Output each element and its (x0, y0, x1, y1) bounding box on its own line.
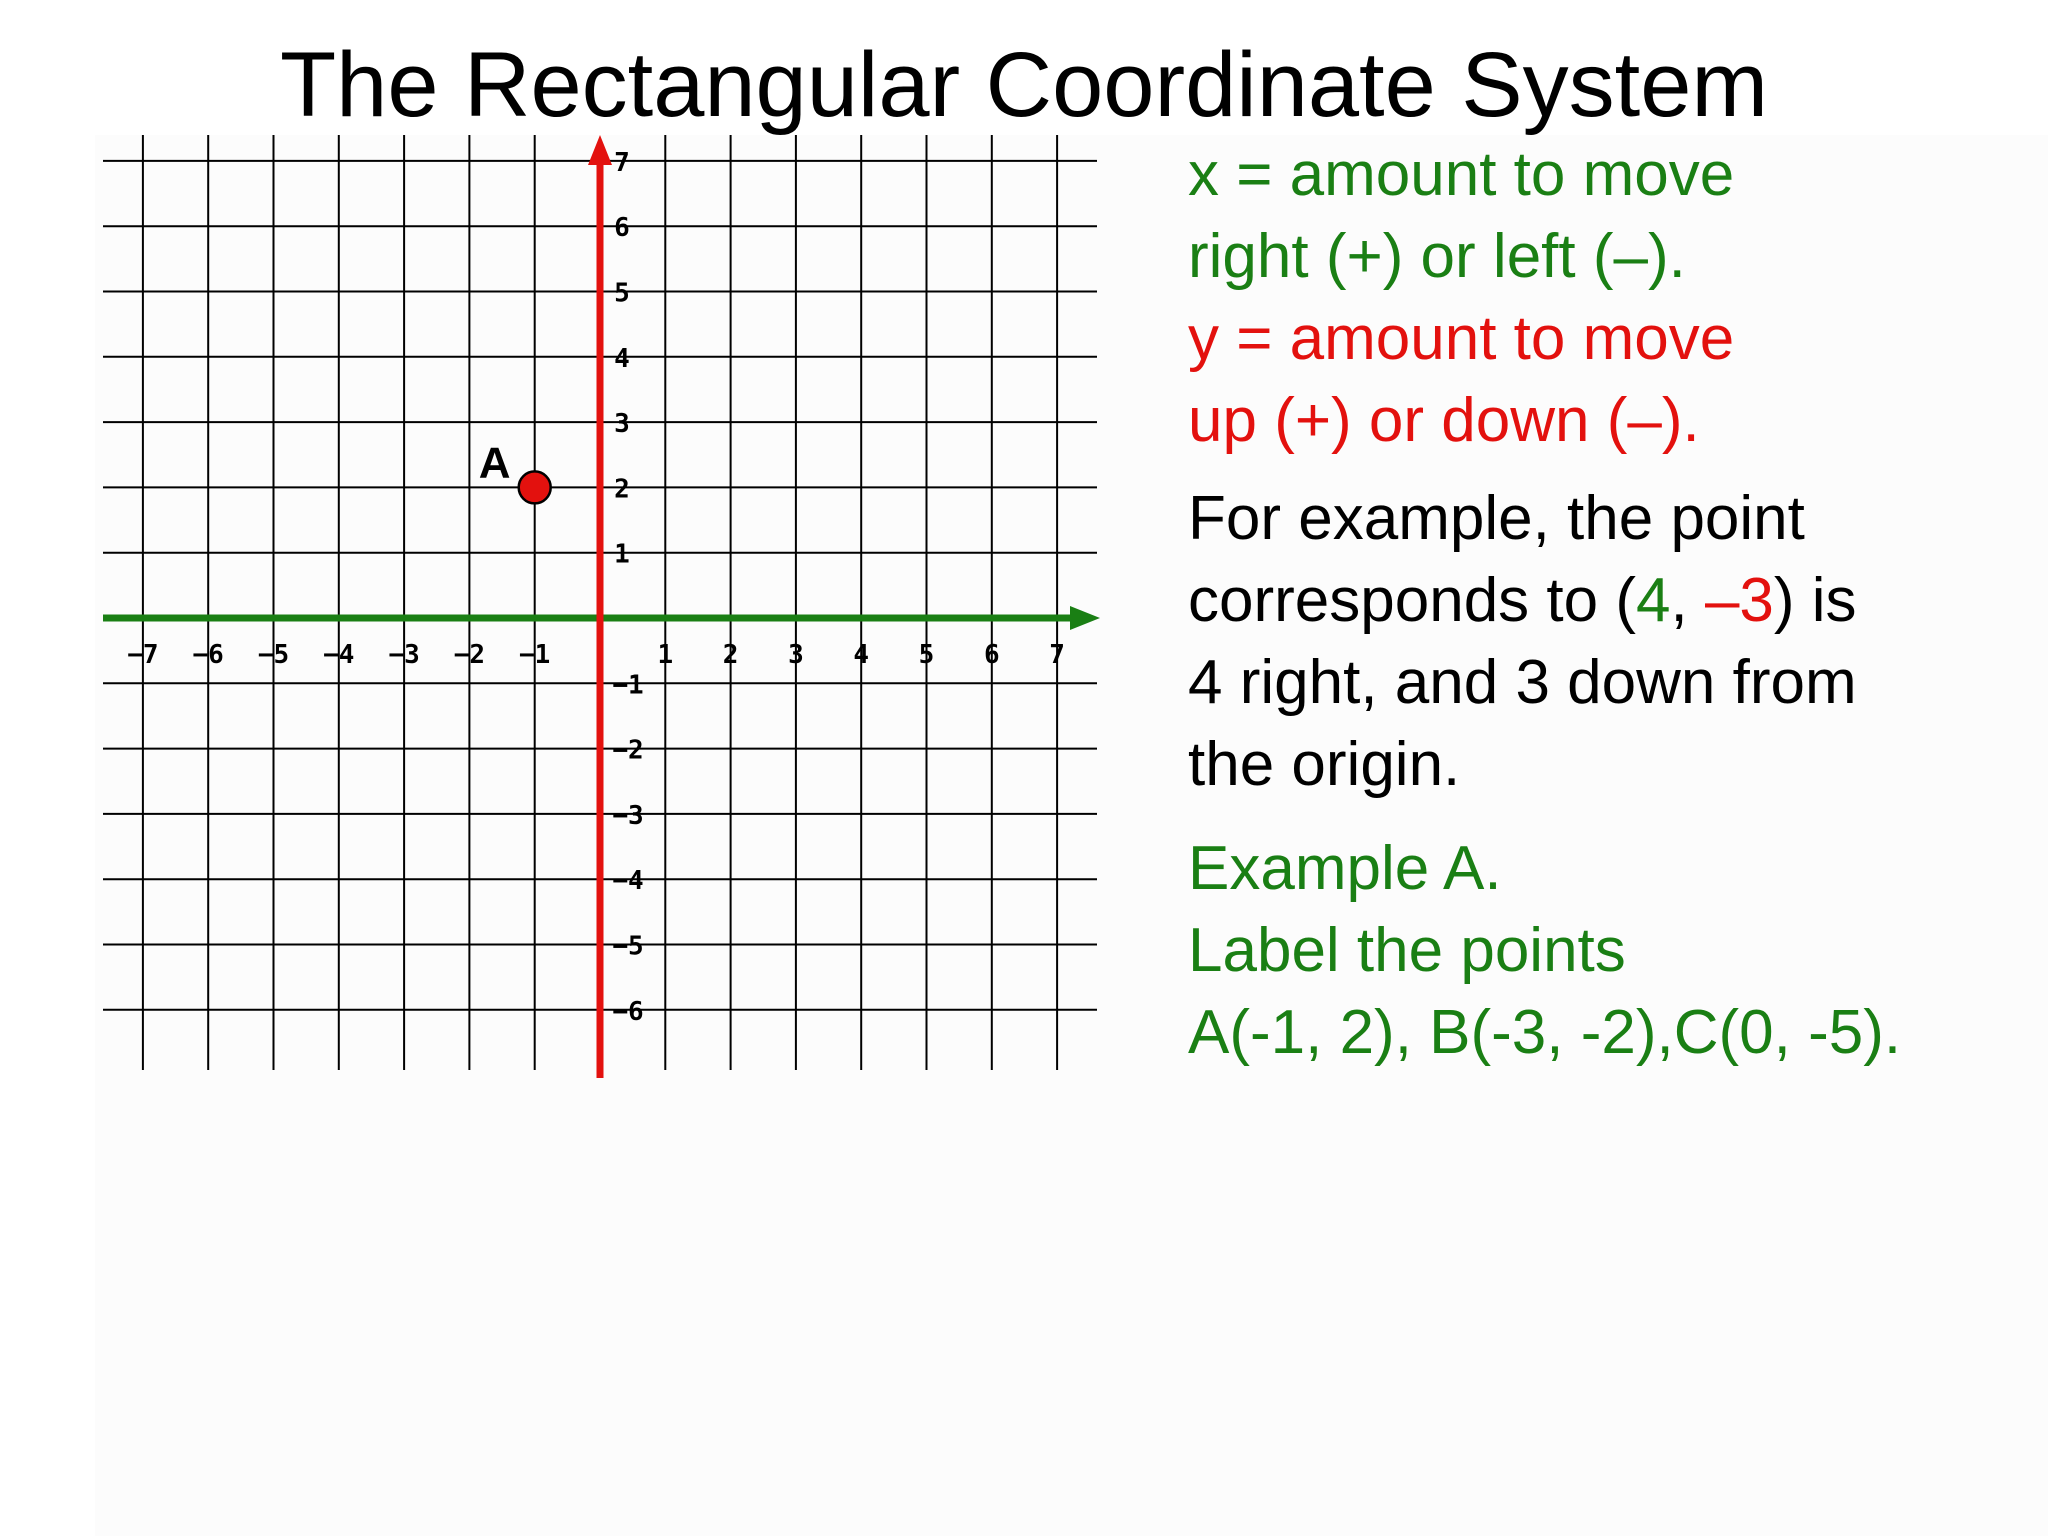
y-tick-label: 7 (614, 148, 630, 178)
x-tick-label: −6 (193, 640, 224, 670)
y-tick-label: 5 (614, 279, 630, 309)
exercise-line2: Label the points (1188, 916, 1626, 985)
points: A (479, 438, 552, 505)
y-tick-label: 2 (614, 474, 630, 504)
y-tick-label: 3 (614, 409, 630, 439)
point-a-label: A (479, 438, 511, 487)
example-comma: , (1670, 566, 1705, 635)
y-tick-label: 4 (614, 344, 630, 374)
example-line1: For example, the point (1188, 484, 1805, 553)
point-a-marker (517, 470, 552, 505)
explanation-block: x = amount to move right (+) or left (–)… (1188, 134, 1734, 462)
y-tick-label: −4 (612, 866, 643, 896)
example-line2-end: ) is (1773, 566, 1857, 635)
x-tick-label: −2 (454, 640, 485, 670)
x-tick-label: 5 (919, 640, 935, 670)
example-line2-start: corresponds to ( (1188, 566, 1636, 635)
example-line2: corresponds to (4, –3) is (1188, 560, 1857, 642)
example-x-value: 4 (1636, 566, 1671, 635)
exercise-line1: Example A. (1188, 834, 1502, 903)
x-definition-line1: x = amount to move (1188, 140, 1735, 209)
y-tick-label: 1 (614, 540, 630, 570)
exercise-block: Example A. Label the points A(-1, 2), B(… (1188, 828, 1901, 1074)
x-tick-label: 7 (1049, 640, 1065, 670)
y-tick-label: −3 (612, 801, 643, 831)
x-tick-label: 1 (657, 640, 673, 670)
tick-labels: −7 −6 −5 −4 −3 −2 −1 1 2 3 4 5 6 7 1 2 3 4 5 6 7 −1 −2 −3 −4 −5 −6 (127, 148, 1065, 1027)
y-tick-label: −5 (612, 932, 643, 962)
x-tick-label: −4 (323, 640, 354, 670)
example-explanation: For example, the point corresponds to (4… (1188, 478, 1857, 806)
slide-title: The Rectangular Coordinate System (279, 34, 1769, 136)
x-tick-label: 3 (788, 640, 804, 670)
example-y-value: –3 (1704, 566, 1774, 635)
x-tick-label: 6 (984, 640, 1000, 670)
x-tick-label: 2 (723, 640, 739, 670)
x-axis-arrow (1070, 606, 1100, 630)
x-definition-line2: right (+) or left (–). (1188, 222, 1686, 291)
y-axis-arrow (588, 135, 612, 165)
y-tick-label: −1 (612, 670, 643, 700)
y-definition-line1: y = amount to move (1188, 304, 1735, 373)
y-tick-label: −2 (612, 736, 643, 766)
x-tick-label: −5 (258, 640, 289, 670)
example-line4: the origin. (1188, 730, 1461, 799)
y-definition-line2: up (+) or down (–). (1188, 386, 1700, 455)
example-line3: 4 right, and 3 down from (1188, 648, 1857, 717)
x-tick-label: 4 (853, 640, 869, 670)
axes (103, 135, 1100, 1078)
x-tick-label: −7 (127, 640, 158, 670)
exercise-line3: A(-1, 2), B(-3, -2),C(0, -5). (1188, 998, 1902, 1067)
coordinate-grid: −7 −6 −5 −4 −3 −2 −1 1 2 3 4 5 6 7 1 2 3 4 5 6 7 −1 −2 −3 −4 −5 −6… (103, 135, 1100, 1078)
y-tick-label: 6 (614, 213, 630, 243)
y-tick-label: −6 (612, 997, 643, 1027)
slide-background-panel (95, 135, 2048, 1536)
x-tick-label: −3 (388, 640, 419, 670)
x-tick-label: −1 (519, 640, 550, 670)
